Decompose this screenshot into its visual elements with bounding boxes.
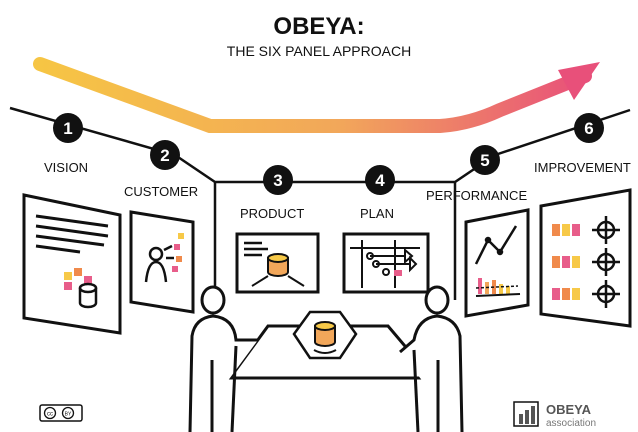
- line-chart-icon: [474, 225, 518, 265]
- person-left: [188, 285, 258, 432]
- cc-license-text: cc: [47, 412, 53, 418]
- badge-2-number: 2: [160, 146, 169, 165]
- badge-5: 5: [470, 145, 500, 175]
- panel-label-performance: PERFORMANCE: [426, 188, 527, 203]
- text-lines-icon: [35, 214, 109, 254]
- panel-product: [235, 232, 320, 294]
- panel-label-product: PRODUCT: [240, 206, 304, 221]
- target-icon: [592, 216, 620, 308]
- database-icon: [251, 253, 305, 287]
- badge-4: 4: [365, 165, 395, 195]
- cc-license-icon: cc BY: [39, 404, 83, 422]
- panel-label-vision: VISION: [44, 160, 88, 175]
- obeya-logo-icon: OBEYA association: [513, 401, 596, 429]
- person-right: [399, 285, 464, 432]
- badge-5-number: 5: [480, 151, 489, 170]
- badge-4-number: 4: [375, 171, 385, 190]
- panel-plan: [342, 232, 430, 294]
- bar-chart-icon: [475, 278, 521, 297]
- logo-sub: association: [546, 418, 596, 429]
- roadmap-icon: [350, 240, 420, 288]
- diagram-title: OBEYA:: [273, 13, 364, 40]
- badge-6: 6: [574, 113, 604, 143]
- improvement-stickies: [552, 224, 580, 300]
- badge-1-number: 1: [63, 119, 72, 138]
- badge-2: 2: [150, 140, 180, 170]
- database-icon: [313, 321, 337, 354]
- process-arrow-icon: [33, 57, 600, 133]
- database-icon: [78, 282, 98, 309]
- panel-improvement: [539, 188, 632, 328]
- people-icon: [144, 244, 174, 283]
- by-license-text: BY: [65, 412, 72, 418]
- badge-3-number: 3: [273, 171, 282, 190]
- badge-1: 1: [53, 113, 83, 143]
- logo-name: OBEYA: [546, 402, 592, 417]
- panel-customer: [129, 210, 195, 314]
- diagram-subtitle: THE SIX PANEL APPROACH: [227, 43, 411, 59]
- panel-vision: [22, 193, 122, 335]
- room-outline: [9, 106, 631, 300]
- panel-performance: [464, 208, 530, 318]
- panel-label-customer: CUSTOMER: [124, 184, 198, 199]
- meeting-table: [227, 310, 436, 380]
- badge-6-number: 6: [584, 119, 593, 138]
- badge-3: 3: [263, 165, 293, 195]
- panel-label-improvement: IMPROVEMENT: [534, 160, 631, 175]
- panel-label-plan: PLAN: [360, 206, 394, 221]
